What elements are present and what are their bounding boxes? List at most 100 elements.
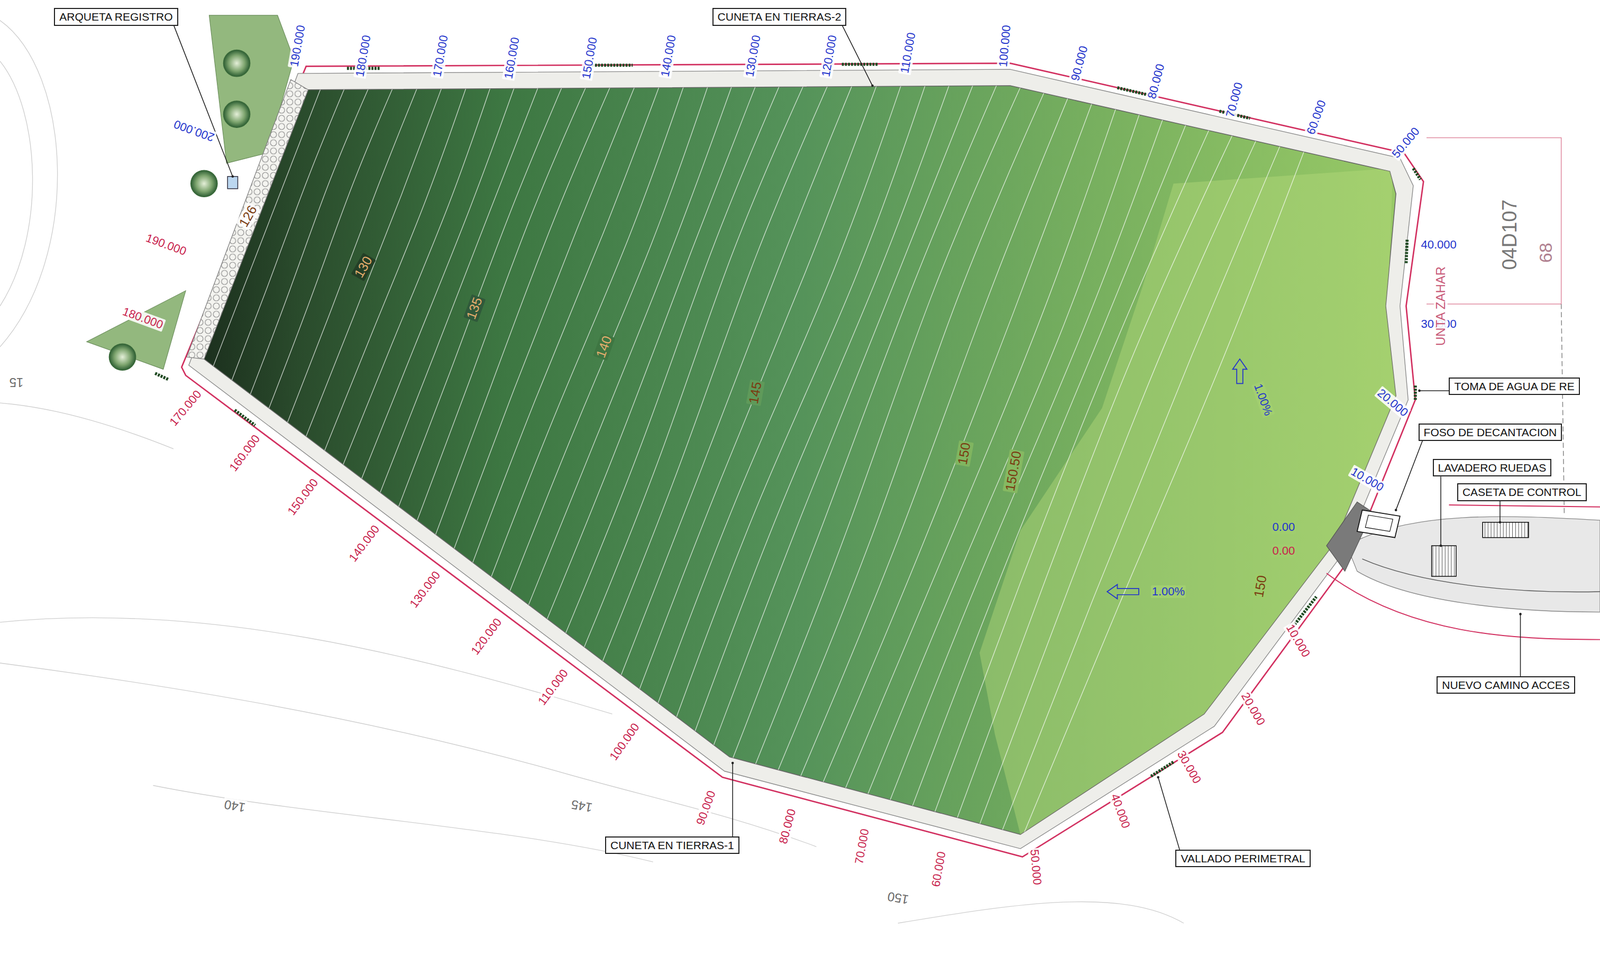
contour-line: [653, 75, 905, 715]
callout-box: FOSO DE DECANTACION: [1418, 423, 1563, 442]
leader-dot: [1156, 776, 1160, 780]
contour-line: [431, 76, 615, 547]
callout-text: CUNETA EN TIERRAS-1: [610, 839, 735, 852]
contour-line: [542, 75, 760, 630]
hedge: [1413, 168, 1421, 180]
terrain-contour: [0, 61, 33, 307]
contour-lines: [208, 74, 1309, 844]
contour-line: [245, 78, 373, 407]
terrain-contour-label: 140: [222, 797, 248, 816]
chainage-label: 180.000: [353, 33, 374, 79]
chainage-label: 150.000: [284, 475, 322, 519]
chainage-label: 80.000: [776, 806, 799, 847]
contour-line: [579, 75, 809, 659]
hedge: [1413, 385, 1417, 400]
leader-line: [1395, 441, 1423, 511]
contour-line: [863, 103, 1144, 806]
callout-text: TOMA DE AGUA DE RE: [1454, 380, 1575, 393]
road-edge: [1361, 559, 1600, 592]
parcel-line: [1448, 505, 1600, 508]
terrain-contour: [0, 20, 58, 347]
terrain-contour-label: 150: [885, 889, 911, 908]
chainage-label: 60.000: [1303, 97, 1329, 137]
parcel-line: [1326, 573, 1600, 640]
contour-line: [1019, 140, 1309, 844]
contour-line: [728, 74, 1002, 770]
control-hut: [1482, 522, 1529, 538]
leader-dot: [231, 175, 235, 178]
tree: [190, 170, 218, 197]
contour-line: [487, 76, 688, 589]
chainage-label: 120.000: [468, 615, 506, 658]
contour-line: [616, 75, 857, 687]
hedge: [1150, 762, 1174, 777]
callout-text: CUNETA EN TIERRAS-2: [717, 10, 842, 23]
contour-line: [840, 97, 1120, 800]
hedge: [842, 62, 879, 67]
hedge: [154, 373, 169, 380]
slope-arrow: [1232, 359, 1247, 384]
callout-text: NUEVO CAMINO ACCES: [1441, 679, 1570, 692]
chainage-label: 190.000: [287, 23, 308, 69]
slope-arrows: [1107, 359, 1247, 599]
callout-text: FOSO DE DECANTACION: [1423, 426, 1558, 439]
contour-line: [282, 77, 422, 434]
contour-line: [751, 76, 1026, 776]
contour-line: [690, 74, 953, 743]
contour-line: [975, 130, 1261, 836]
chainage-label: 70.000: [852, 827, 872, 867]
leader-line: [732, 763, 734, 837]
chainage-label: 100.000: [997, 23, 1014, 69]
contour-line: [301, 77, 446, 448]
contour-line: [338, 77, 494, 477]
tree: [223, 50, 250, 77]
leader-line: [1499, 501, 1501, 523]
contour-line: [635, 75, 881, 701]
contour-line: [953, 124, 1238, 830]
callout-box: NUEVO CAMINO ACCES: [1436, 676, 1576, 694]
chainage-label: 40.000: [1420, 238, 1458, 252]
perimeter-line: [181, 63, 1424, 858]
chainage-label: 100.000: [606, 719, 643, 764]
leader-line: [1520, 614, 1522, 677]
terrain-contour: [0, 617, 613, 715]
callout-text: ARQUETA REGISTRO: [59, 10, 173, 23]
chainage-label: 170.000: [430, 33, 451, 79]
chainage-label: 90.000: [1068, 43, 1091, 84]
leader-lines: [174, 25, 1522, 850]
chainage-label: 10.000: [1283, 621, 1314, 661]
parcel-label: 68: [1536, 242, 1556, 265]
leader-line: [1419, 390, 1450, 392]
leader-line: [842, 25, 873, 86]
terrain-contour-label: 145: [569, 797, 595, 816]
callout-text: VALLADO PERIMETRAL: [1180, 852, 1305, 865]
contour-line: [413, 76, 591, 533]
chainage-label: 160.000: [226, 431, 264, 475]
leader-dot: [1519, 613, 1522, 616]
leader-line: [1158, 777, 1181, 850]
leader-line: [1440, 476, 1442, 546]
contour-line: [672, 74, 929, 729]
access-facilities: [1326, 501, 1600, 640]
settling-pit-inner: [1365, 515, 1393, 532]
contour-line: [773, 81, 1049, 782]
chainage-label: 170.000: [166, 387, 205, 430]
leader-line: [174, 25, 233, 177]
contour-line: [998, 135, 1285, 842]
upper-platform: [979, 168, 1398, 835]
chainage-label: 130.000: [407, 568, 445, 611]
leader-dot: [1394, 508, 1398, 512]
contour-line: [796, 87, 1073, 788]
hedge: [591, 64, 633, 68]
leader-dot: [871, 84, 874, 88]
terrain-contour: [152, 785, 653, 863]
contour-line: [885, 108, 1167, 812]
chainage-label: 30.000: [1173, 747, 1204, 788]
callout-text: LAVADERO RUEDAS: [1438, 461, 1547, 474]
callout-box: CASETA DE CONTROL: [1457, 483, 1587, 501]
leader-dot: [731, 762, 735, 765]
contour-line: [394, 76, 566, 518]
parcel-outline: [1426, 137, 1565, 516]
planting-area: [86, 290, 186, 370]
